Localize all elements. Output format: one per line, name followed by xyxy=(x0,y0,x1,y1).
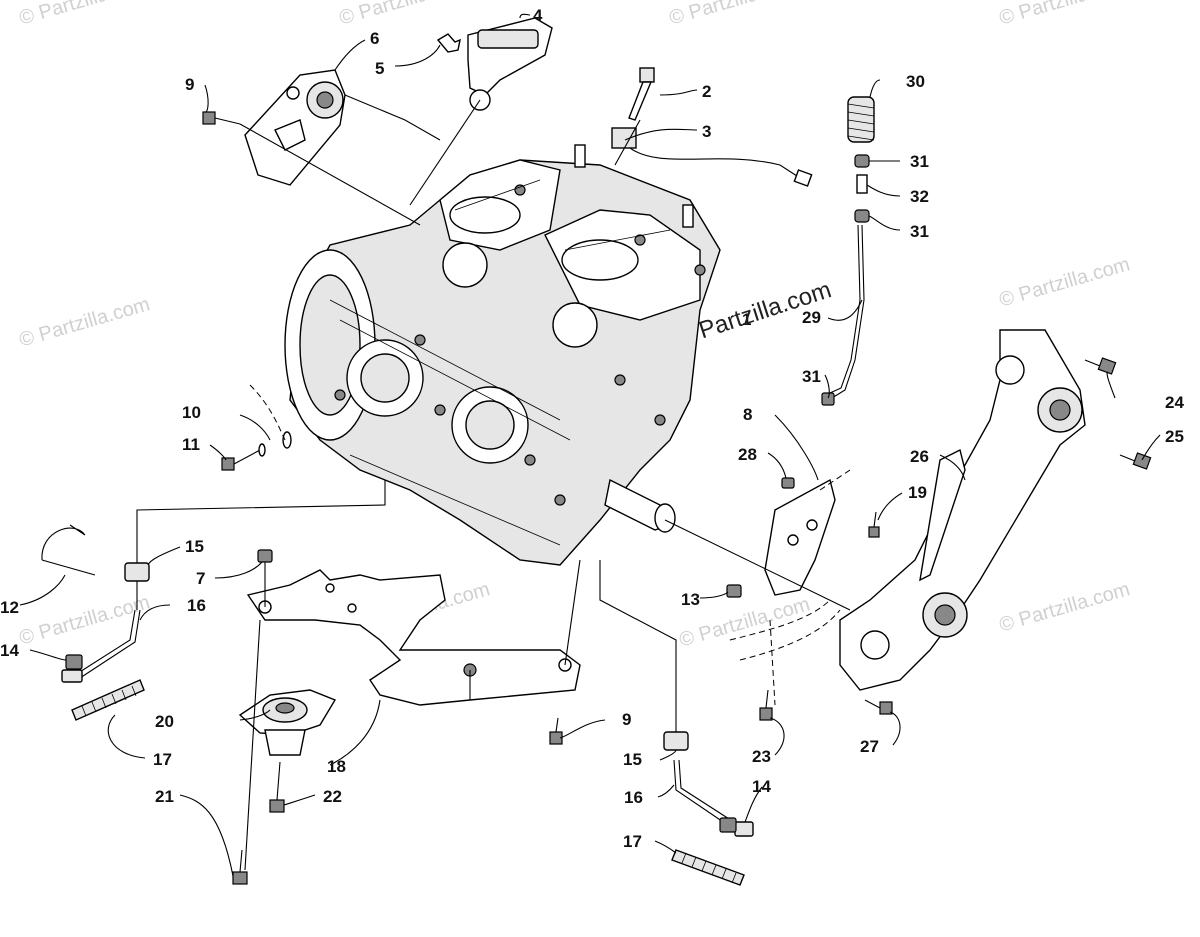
engine-assembly[interactable] xyxy=(284,144,721,566)
base-plate[interactable] xyxy=(246,569,581,706)
bolt-22[interactable] xyxy=(269,761,285,813)
callout-14b: 14 xyxy=(752,777,771,796)
callout-9b: 9 xyxy=(622,710,631,729)
washer-10[interactable] xyxy=(282,431,292,449)
bolt-25[interactable] xyxy=(1119,452,1152,470)
spacer-15-right[interactable] xyxy=(663,731,689,751)
callout-30: 30 xyxy=(906,72,925,91)
callout-10: 10 xyxy=(182,403,201,422)
spring-17-right[interactable] xyxy=(671,849,745,886)
callout-29: 29 xyxy=(802,308,821,327)
engine-mount-20[interactable] xyxy=(238,689,337,756)
callout-32: 32 xyxy=(910,187,929,206)
bolt-27[interactable] xyxy=(864,699,893,715)
bolt-9-upper[interactable] xyxy=(202,111,241,125)
pin-16-left[interactable] xyxy=(61,609,141,683)
callout-21: 21 xyxy=(155,787,174,806)
callout-13: 13 xyxy=(681,590,700,609)
nut-28[interactable] xyxy=(781,477,795,489)
guide-arc xyxy=(729,599,841,661)
callout-15a: 15 xyxy=(185,537,204,556)
callout-3: 3 xyxy=(702,122,711,141)
callout-5: 5 xyxy=(375,59,384,78)
callout-31b: 31 xyxy=(910,222,929,241)
callout-28: 28 xyxy=(738,445,757,464)
torque-arm[interactable] xyxy=(839,329,1086,691)
callout-7: 7 xyxy=(196,569,205,588)
starter-handle[interactable] xyxy=(467,17,553,111)
spacer-15-left[interactable] xyxy=(124,562,150,582)
bolt-23[interactable] xyxy=(759,689,773,721)
callout-20: 20 xyxy=(155,712,174,731)
clip-12[interactable] xyxy=(41,524,96,576)
mount-bracket[interactable] xyxy=(764,478,836,596)
engine-mount-plate-front[interactable] xyxy=(244,69,346,186)
callout-16a: 16 xyxy=(187,596,206,615)
callout-18: 18 xyxy=(327,757,346,776)
bolt-24[interactable] xyxy=(1084,357,1117,375)
callout-22: 22 xyxy=(323,787,342,806)
callout-9a: 9 xyxy=(185,75,194,94)
leader-lines xyxy=(136,94,851,871)
callout-4: 4 xyxy=(533,6,543,25)
bolt-11[interactable] xyxy=(221,443,266,471)
callout-23: 23 xyxy=(752,747,771,766)
nut-13[interactable] xyxy=(726,584,742,598)
callout-26: 26 xyxy=(910,447,929,466)
callout-6: 6 xyxy=(370,29,379,48)
rope-clip[interactable] xyxy=(436,33,461,53)
callout-2: 2 xyxy=(702,82,711,101)
fittings-31-32[interactable] xyxy=(854,154,870,223)
spring-30[interactable] xyxy=(847,96,875,143)
callout-27: 27 xyxy=(860,737,879,756)
callout-25: 25 xyxy=(1165,427,1184,446)
callout-8: 8 xyxy=(743,405,752,424)
bolt-19[interactable] xyxy=(868,511,880,538)
bolt-21[interactable] xyxy=(232,849,248,885)
clamp-14-left[interactable] xyxy=(65,654,83,670)
callout-19: 19 xyxy=(908,483,927,502)
callout-31a: 31 xyxy=(910,152,929,171)
rod-29[interactable] xyxy=(821,224,865,406)
callout-17b: 17 xyxy=(623,832,642,851)
callout-31c: 31 xyxy=(802,367,821,386)
callout-15b: 15 xyxy=(623,750,642,769)
callout-labels: 1 2 3 4 5 6 7 8 9 9 10 11 12 13 14 14 15… xyxy=(0,6,1184,851)
callout-11: 11 xyxy=(182,435,200,454)
callout-12: 12 xyxy=(0,598,19,617)
nut-7[interactable] xyxy=(257,549,273,563)
sensor-cable[interactable] xyxy=(611,127,813,187)
bolt-2[interactable] xyxy=(628,67,655,121)
callout-leaders xyxy=(19,13,1161,877)
spring-17-left[interactable] xyxy=(71,679,145,721)
bolt-9-lower[interactable] xyxy=(549,717,563,745)
callout-16b: 16 xyxy=(624,788,643,807)
callout-24: 24 xyxy=(1165,393,1184,412)
callout-17a: 17 xyxy=(153,750,172,769)
callout-1: 1 xyxy=(742,310,751,329)
callout-14a: 14 xyxy=(0,641,19,660)
clamp-14-right[interactable] xyxy=(719,817,737,833)
pin-16-right[interactable] xyxy=(673,759,754,837)
